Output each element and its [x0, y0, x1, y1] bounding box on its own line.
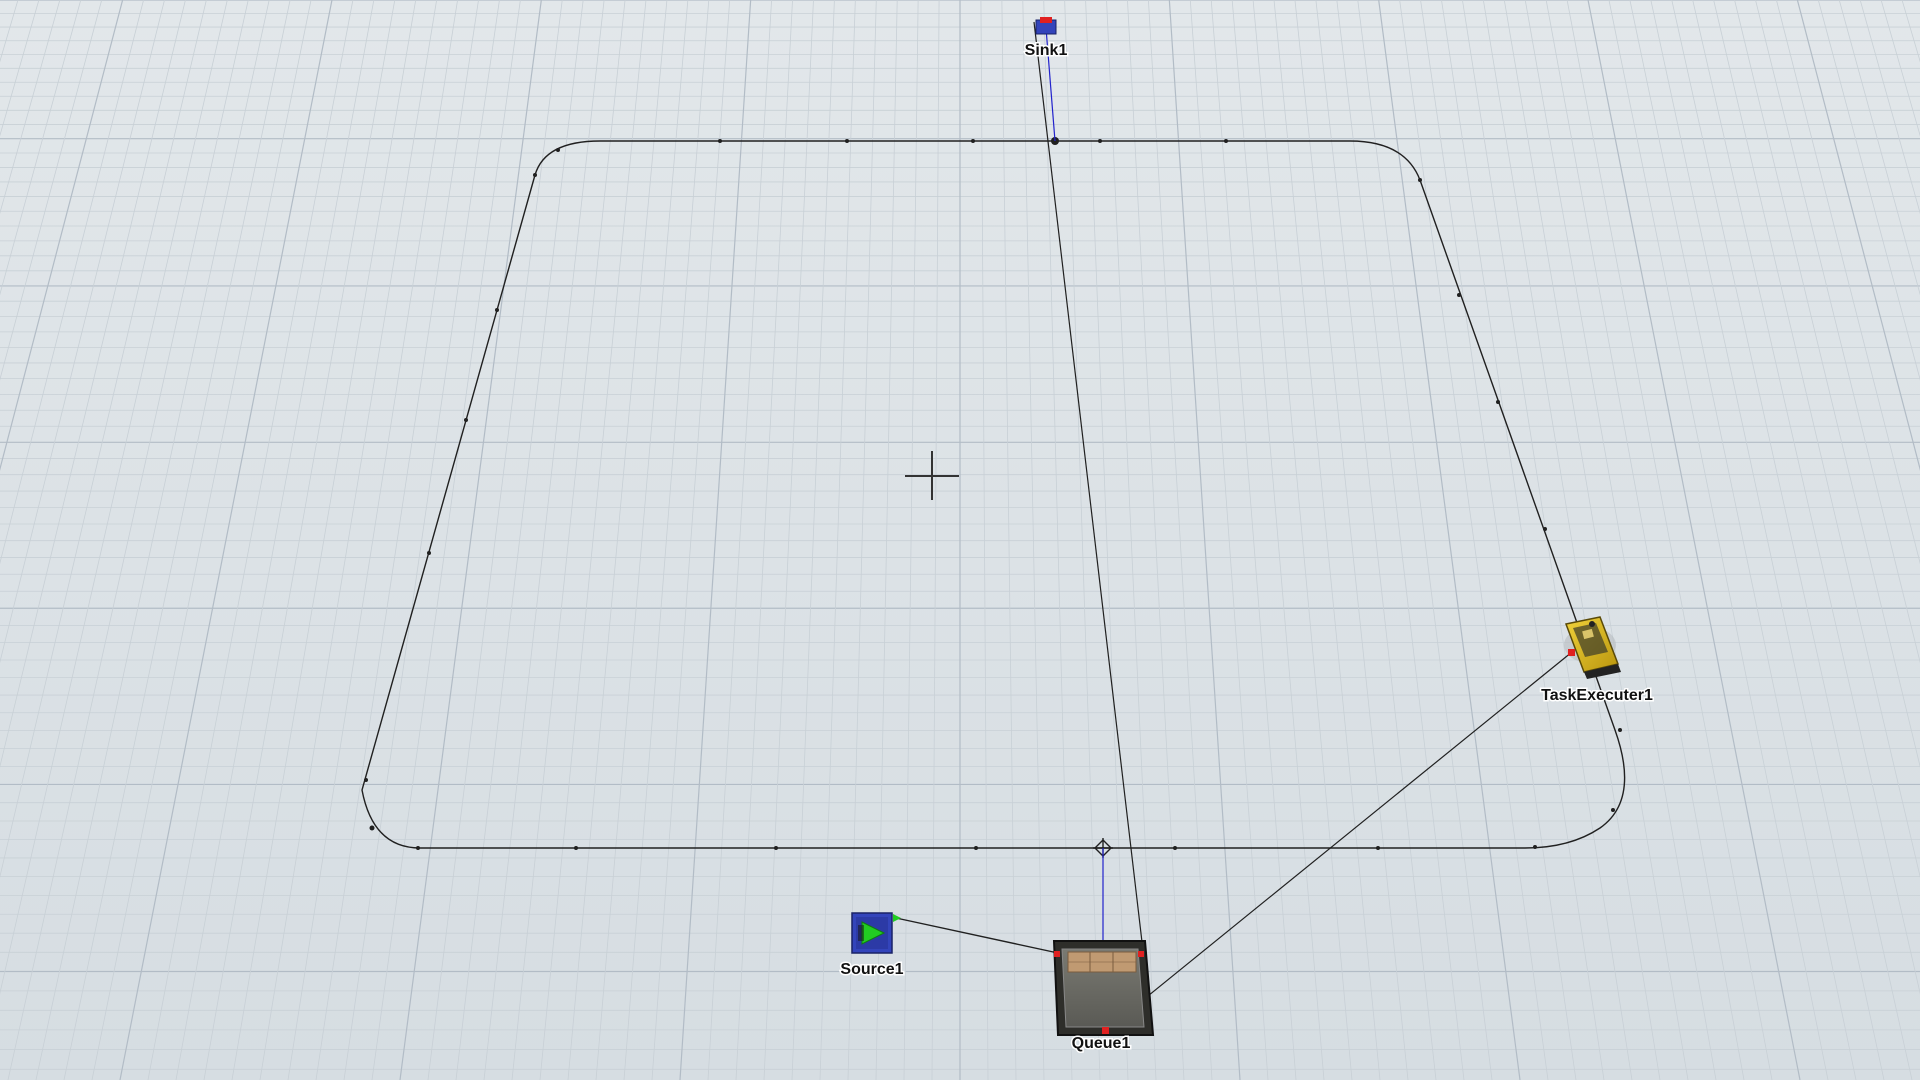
source-object[interactable]: Source1: [839, 912, 905, 980]
source-label: Source1: [840, 961, 903, 978]
sink-object[interactable]: Sink1: [1023, 17, 1069, 61]
taskexecuter-label: TaskExecuter1: [1541, 687, 1653, 704]
path-direction-markers: [364, 139, 1622, 850]
sink-icon: [1035, 17, 1057, 35]
source-output-port-icon: [893, 914, 901, 922]
sink-label: Sink1: [1025, 42, 1068, 59]
queue-label: Queue1: [1072, 1035, 1131, 1052]
source-to-queue-line: [895, 917, 1059, 954]
view-center-crosshair: [905, 451, 959, 500]
queue-center-port-icon: [1102, 1027, 1109, 1034]
network-path-loop[interactable]: [361, 140, 1626, 849]
forklift-icon: [1564, 616, 1621, 679]
taskexecuter-port-icon: [1568, 649, 1575, 656]
source-icon: [851, 912, 893, 954]
taskexecuter-object[interactable]: TaskExecuter1: [1540, 616, 1654, 706]
connections: [895, 21, 1573, 1031]
queue-to-taskexecuter-line: [1105, 651, 1573, 1031]
queue-object[interactable]: Queue1: [1052, 940, 1155, 1054]
queue-output-port-icon: [1138, 951, 1144, 957]
sink-to-queue-line: [1033, 21, 1143, 943]
queue-icon: [1052, 940, 1155, 1036]
queue-input-port-icon: [1054, 951, 1060, 957]
sink-to-node-blue-line: [1045, 27, 1056, 142]
